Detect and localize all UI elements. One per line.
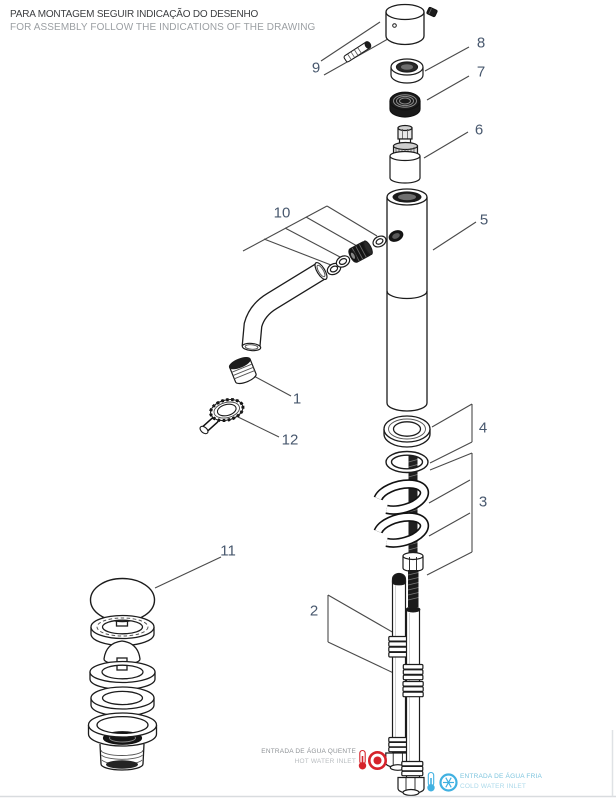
part-6-cartridge: [389, 124, 421, 184]
part-4-base-gaskets: [383, 415, 431, 474]
callout-7: 7: [476, 63, 486, 81]
callout-2: 2: [309, 602, 319, 620]
callout-3: 3: [478, 493, 488, 511]
cold-inlet-line-en: COLD WATER INLET: [460, 783, 527, 790]
part-10-seals: [326, 235, 387, 276]
callout-11: 11: [220, 542, 236, 560]
title-line-en: FOR ASSEMBLY FOLLOW THE INDICATIONS OF T…: [10, 22, 316, 33]
part-12-aerator-key: [199, 398, 245, 435]
part-5-faucet-body: [386, 188, 428, 412]
callout-1: 1: [292, 390, 302, 408]
cold-inlet-line-pt: ENTRADA DE ÁGUA FRIA: [460, 773, 543, 780]
callout-9: 9: [311, 59, 321, 77]
hot-water-inlet-label: ENTRADA DE ÁGUA QUENTE HOT WATER INLET: [236, 747, 356, 766]
callout-10: 10: [273, 204, 291, 222]
snowflake-icon: [439, 773, 458, 792]
thermometer-hot-icon: [358, 749, 367, 770]
page-title: PARA MONTAGEM SEGUIR INDICAÇÃO DO DESENH…: [10, 8, 315, 34]
part-3-clamps: [373, 479, 430, 607]
part-7-threaded-ring: [389, 91, 421, 118]
part-knob-handle: [385, 3, 438, 46]
leader-lines: [154, 21, 477, 678]
cold-inlet-icons: [427, 771, 458, 792]
callout-12: 12: [281, 431, 299, 449]
part-spout: [241, 261, 328, 352]
callout-4: 4: [478, 419, 488, 437]
thermometer-cold-icon: [427, 771, 435, 792]
part-9-screw: [343, 41, 372, 63]
callout-6: 6: [474, 121, 484, 139]
hot-inlet-line-en: HOT WATER INLET: [294, 758, 356, 765]
hot-inlet-icons: [358, 749, 387, 770]
hot-water-dot-icon: [367, 750, 387, 770]
hot-inlet-line-pt: ENTRADA DE ÁGUA QUENTE: [261, 748, 356, 755]
part-1-aerator: [228, 356, 257, 385]
part-2-supply-hoses: [385, 572, 425, 797]
callout-5: 5: [479, 211, 489, 229]
cold-water-inlet-label: ENTRADA DE ÁGUA FRIA COLD WATER INLET: [460, 772, 600, 791]
title-line-pt: PARA MONTAGEM SEGUIR INDICAÇÃO DO DESENH…: [10, 9, 259, 20]
callout-8: 8: [476, 34, 486, 52]
part-8-trim-ring: [390, 58, 424, 84]
set-screw: [426, 6, 438, 18]
part-11-drain-assembly: [87, 577, 158, 771]
page-border-line: [0, 730, 616, 798]
